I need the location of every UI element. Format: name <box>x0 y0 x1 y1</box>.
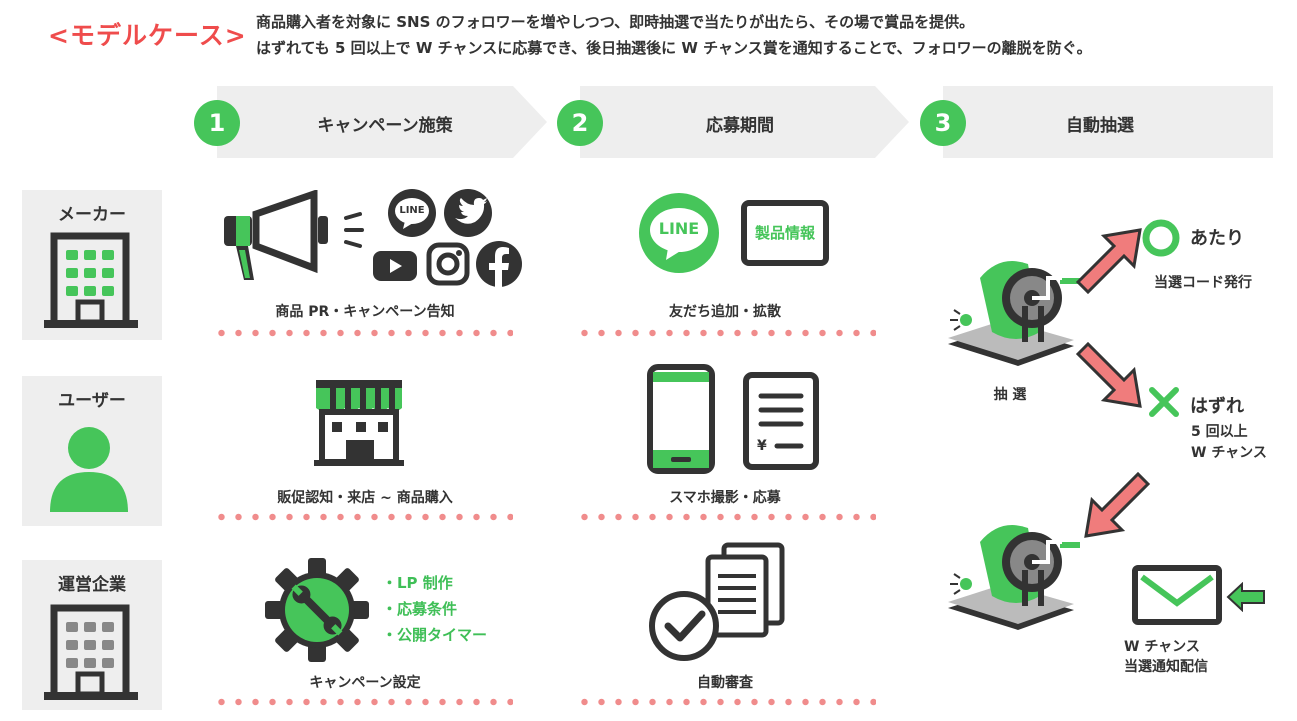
notify-2: 当選通知配信 <box>1124 659 1208 675</box>
line-big-label: LINE <box>658 219 700 238</box>
product-info-label: 製品情報 <box>754 224 815 242</box>
lottery-machine-icon-1 <box>948 261 1080 366</box>
divider-2a <box>213 513 513 521</box>
shop-icon <box>314 380 404 466</box>
role-label-maker: メーカー <box>58 205 126 225</box>
line-small-label: LINE <box>399 205 425 216</box>
youtube-icon <box>373 251 417 281</box>
arrow-down-left-icon <box>1084 471 1151 538</box>
ops-list-item-3: ・公開タイマー <box>382 626 488 644</box>
role-label-ops: 運営企業 <box>58 575 126 595</box>
twitter-icon <box>444 189 492 237</box>
role-box-maker <box>22 190 162 340</box>
user-icon <box>50 427 128 512</box>
role-box-ops <box>22 560 162 710</box>
caption-maker-period: 友だち追加・拡散 <box>669 304 781 320</box>
win-sub: 当選コード発行 <box>1154 275 1252 291</box>
notify-1: W チャンス <box>1124 639 1200 655</box>
lose-sub-1: 5 回以上 <box>1191 424 1248 440</box>
description-line-1: 商品購入者を対象に SNS のフォロワーを増やしつつ、即時抽選で当たりが出たら、… <box>256 13 975 31</box>
facebook-icon <box>476 241 522 287</box>
line-big-icon <box>639 193 719 273</box>
lose-sub-2: W チャンス <box>1191 445 1267 461</box>
documents-check-icon <box>649 542 785 661</box>
ops-list-item-2: ・応募条件 <box>382 600 458 618</box>
divider-1a <box>213 329 513 337</box>
lose-cross-icon <box>1149 387 1179 417</box>
step-3-label: 自動抽選 <box>1066 116 1134 136</box>
receipt-icon <box>743 372 819 470</box>
product-info-icon <box>741 200 829 266</box>
line-small-icon <box>388 189 436 237</box>
arrow-left-green-icon <box>1226 582 1265 612</box>
smartphone-icon <box>647 364 715 474</box>
step-arrows <box>217 86 1273 158</box>
divider-3b <box>576 698 876 706</box>
step-1-label: キャンペーン施策 <box>317 116 453 136</box>
gear-wrench-icon <box>265 558 369 662</box>
case-title: <モデルケース> <box>48 21 247 50</box>
draw-label: 抽 選 <box>993 387 1027 403</box>
divider-2b <box>576 513 876 521</box>
step-2-label: 応募期間 <box>706 116 774 136</box>
ops-list-item-1: ・LP 制作 <box>382 574 453 592</box>
caption-ops-period: 自動審査 <box>697 675 753 691</box>
caption-maker-campaign: 商品 PR・キャンペーン告知 <box>275 304 455 320</box>
step-2-arrow <box>580 86 909 158</box>
arrow-down-right-icon <box>1075 341 1142 408</box>
building-gray-icon <box>44 604 138 700</box>
mail-icon <box>1132 565 1222 625</box>
arrow-up-right-icon <box>1075 228 1142 295</box>
win-circle-icon <box>1142 219 1180 257</box>
role-label-user: ユーザー <box>58 391 126 411</box>
caption-user-campaign: 販促認知・来店 ~ 商品購入 <box>277 490 453 506</box>
megaphone-icon <box>224 190 364 280</box>
description-line-2: はずれても 5 回以上で W チャンスに応募でき、後日抽選後に W チャンス賞を… <box>256 39 1092 57</box>
caption-user-period: スマホ撮影・応募 <box>669 490 781 506</box>
win-label: あたり <box>1190 228 1244 249</box>
building-green-icon <box>44 232 138 328</box>
lottery-machine-icon-2 <box>948 525 1080 630</box>
step-1-arrow <box>217 86 547 158</box>
step-3-box <box>943 86 1273 158</box>
caption-ops-campaign: キャンペーン設定 <box>309 675 421 691</box>
lose-label: はずれ <box>1190 396 1244 417</box>
step-1-number: 1 <box>194 100 240 146</box>
divider-1b <box>576 329 876 337</box>
step-3-number: 3 <box>920 100 966 146</box>
instagram-icon <box>426 242 470 286</box>
step-2-number: 2 <box>557 100 603 146</box>
divider-3a <box>213 698 513 706</box>
yen-mark: ¥ <box>757 438 767 454</box>
